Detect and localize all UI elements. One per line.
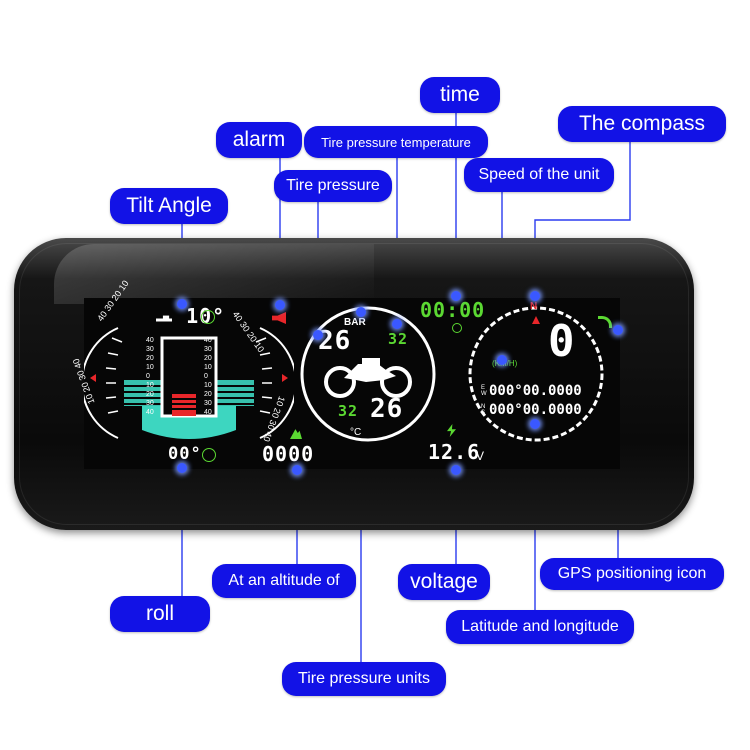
callout-roll: roll bbox=[110, 596, 210, 632]
speed-readout: 0 bbox=[548, 316, 576, 367]
voltage-readout: 12.6 bbox=[428, 440, 481, 464]
marker-tire-temperature bbox=[392, 319, 402, 329]
callout-time: time bbox=[420, 77, 500, 113]
rear-tire-temperature: 32 bbox=[338, 402, 359, 420]
roll-readout: 00° bbox=[168, 444, 202, 464]
callout-altitude: At an altitude of bbox=[212, 564, 356, 598]
callout-gps-icon: GPS positioning icon bbox=[540, 558, 724, 590]
callout-speed-of-unit: Speed of the unit bbox=[464, 158, 614, 192]
marker-compass bbox=[530, 291, 540, 301]
callout-the-compass: The compass bbox=[558, 106, 726, 142]
rear-tire-pressure: 26 bbox=[370, 394, 404, 424]
latitude-letters: N S bbox=[481, 404, 486, 416]
marker-lat-long bbox=[530, 419, 540, 429]
marker-time bbox=[451, 291, 461, 301]
altitude-mountain-icon bbox=[290, 429, 302, 439]
gps-satellite-icon bbox=[598, 316, 612, 328]
voltage-unit: V bbox=[476, 449, 485, 463]
marker-roll bbox=[177, 463, 187, 473]
clock-icon bbox=[452, 323, 462, 333]
time-readout: 00:00 bbox=[420, 298, 486, 322]
compass-north-letter: N bbox=[530, 301, 538, 312]
temperature-unit: °C bbox=[350, 427, 362, 438]
marker-gps-icon bbox=[613, 325, 623, 335]
compass-ring bbox=[468, 306, 604, 442]
inclinometer-gauge bbox=[84, 318, 294, 439]
callout-voltage: voltage bbox=[398, 564, 490, 600]
screen-glare bbox=[54, 244, 374, 304]
marker-tire-pressure bbox=[313, 330, 323, 340]
callout-tire-pressure-units: Tire pressure units bbox=[282, 662, 446, 696]
front-tire-temperature: 32 bbox=[388, 330, 409, 348]
marker-tilt-angle bbox=[177, 299, 187, 309]
inner-scale-left: 40 30 20 10 0 10 20 30 40 bbox=[146, 337, 154, 416]
callout-tilt-angle: Tilt Angle bbox=[110, 188, 228, 224]
callout-tire-pressure: Tire pressure bbox=[274, 170, 392, 202]
marker-speed-unit bbox=[497, 355, 507, 365]
altitude-readout: 0000 bbox=[262, 442, 315, 466]
front-tire-pressure: 26 bbox=[318, 326, 352, 356]
callout-alarm: alarm bbox=[216, 122, 302, 158]
marker-alarm bbox=[275, 300, 285, 310]
longitude-letters: E W bbox=[481, 385, 487, 397]
marker-pressure-unit bbox=[356, 307, 366, 317]
marker-voltage bbox=[451, 465, 461, 475]
latitude-readout: 000°00.0000 bbox=[489, 402, 582, 418]
lightning-icon bbox=[447, 424, 456, 437]
callout-latitude-longitude: Latitude and longitude bbox=[446, 610, 634, 644]
callout-tire-pressure-temperature: Tire pressure temperature bbox=[304, 126, 488, 158]
marker-altitude bbox=[292, 465, 302, 475]
pressure-unit-label: BAR bbox=[344, 317, 366, 328]
tilt-mode-icon bbox=[201, 310, 215, 324]
inner-scale-right: 40 30 20 10 0 10 20 30 40 bbox=[204, 337, 212, 416]
roll-mode-icon bbox=[202, 448, 216, 462]
tilt-angle-readout: - 10° bbox=[160, 304, 226, 328]
tire-pressure-ring bbox=[300, 306, 436, 442]
longitude-readout: 000°00.0000 bbox=[489, 383, 582, 399]
motorcycle-icon bbox=[324, 358, 412, 398]
